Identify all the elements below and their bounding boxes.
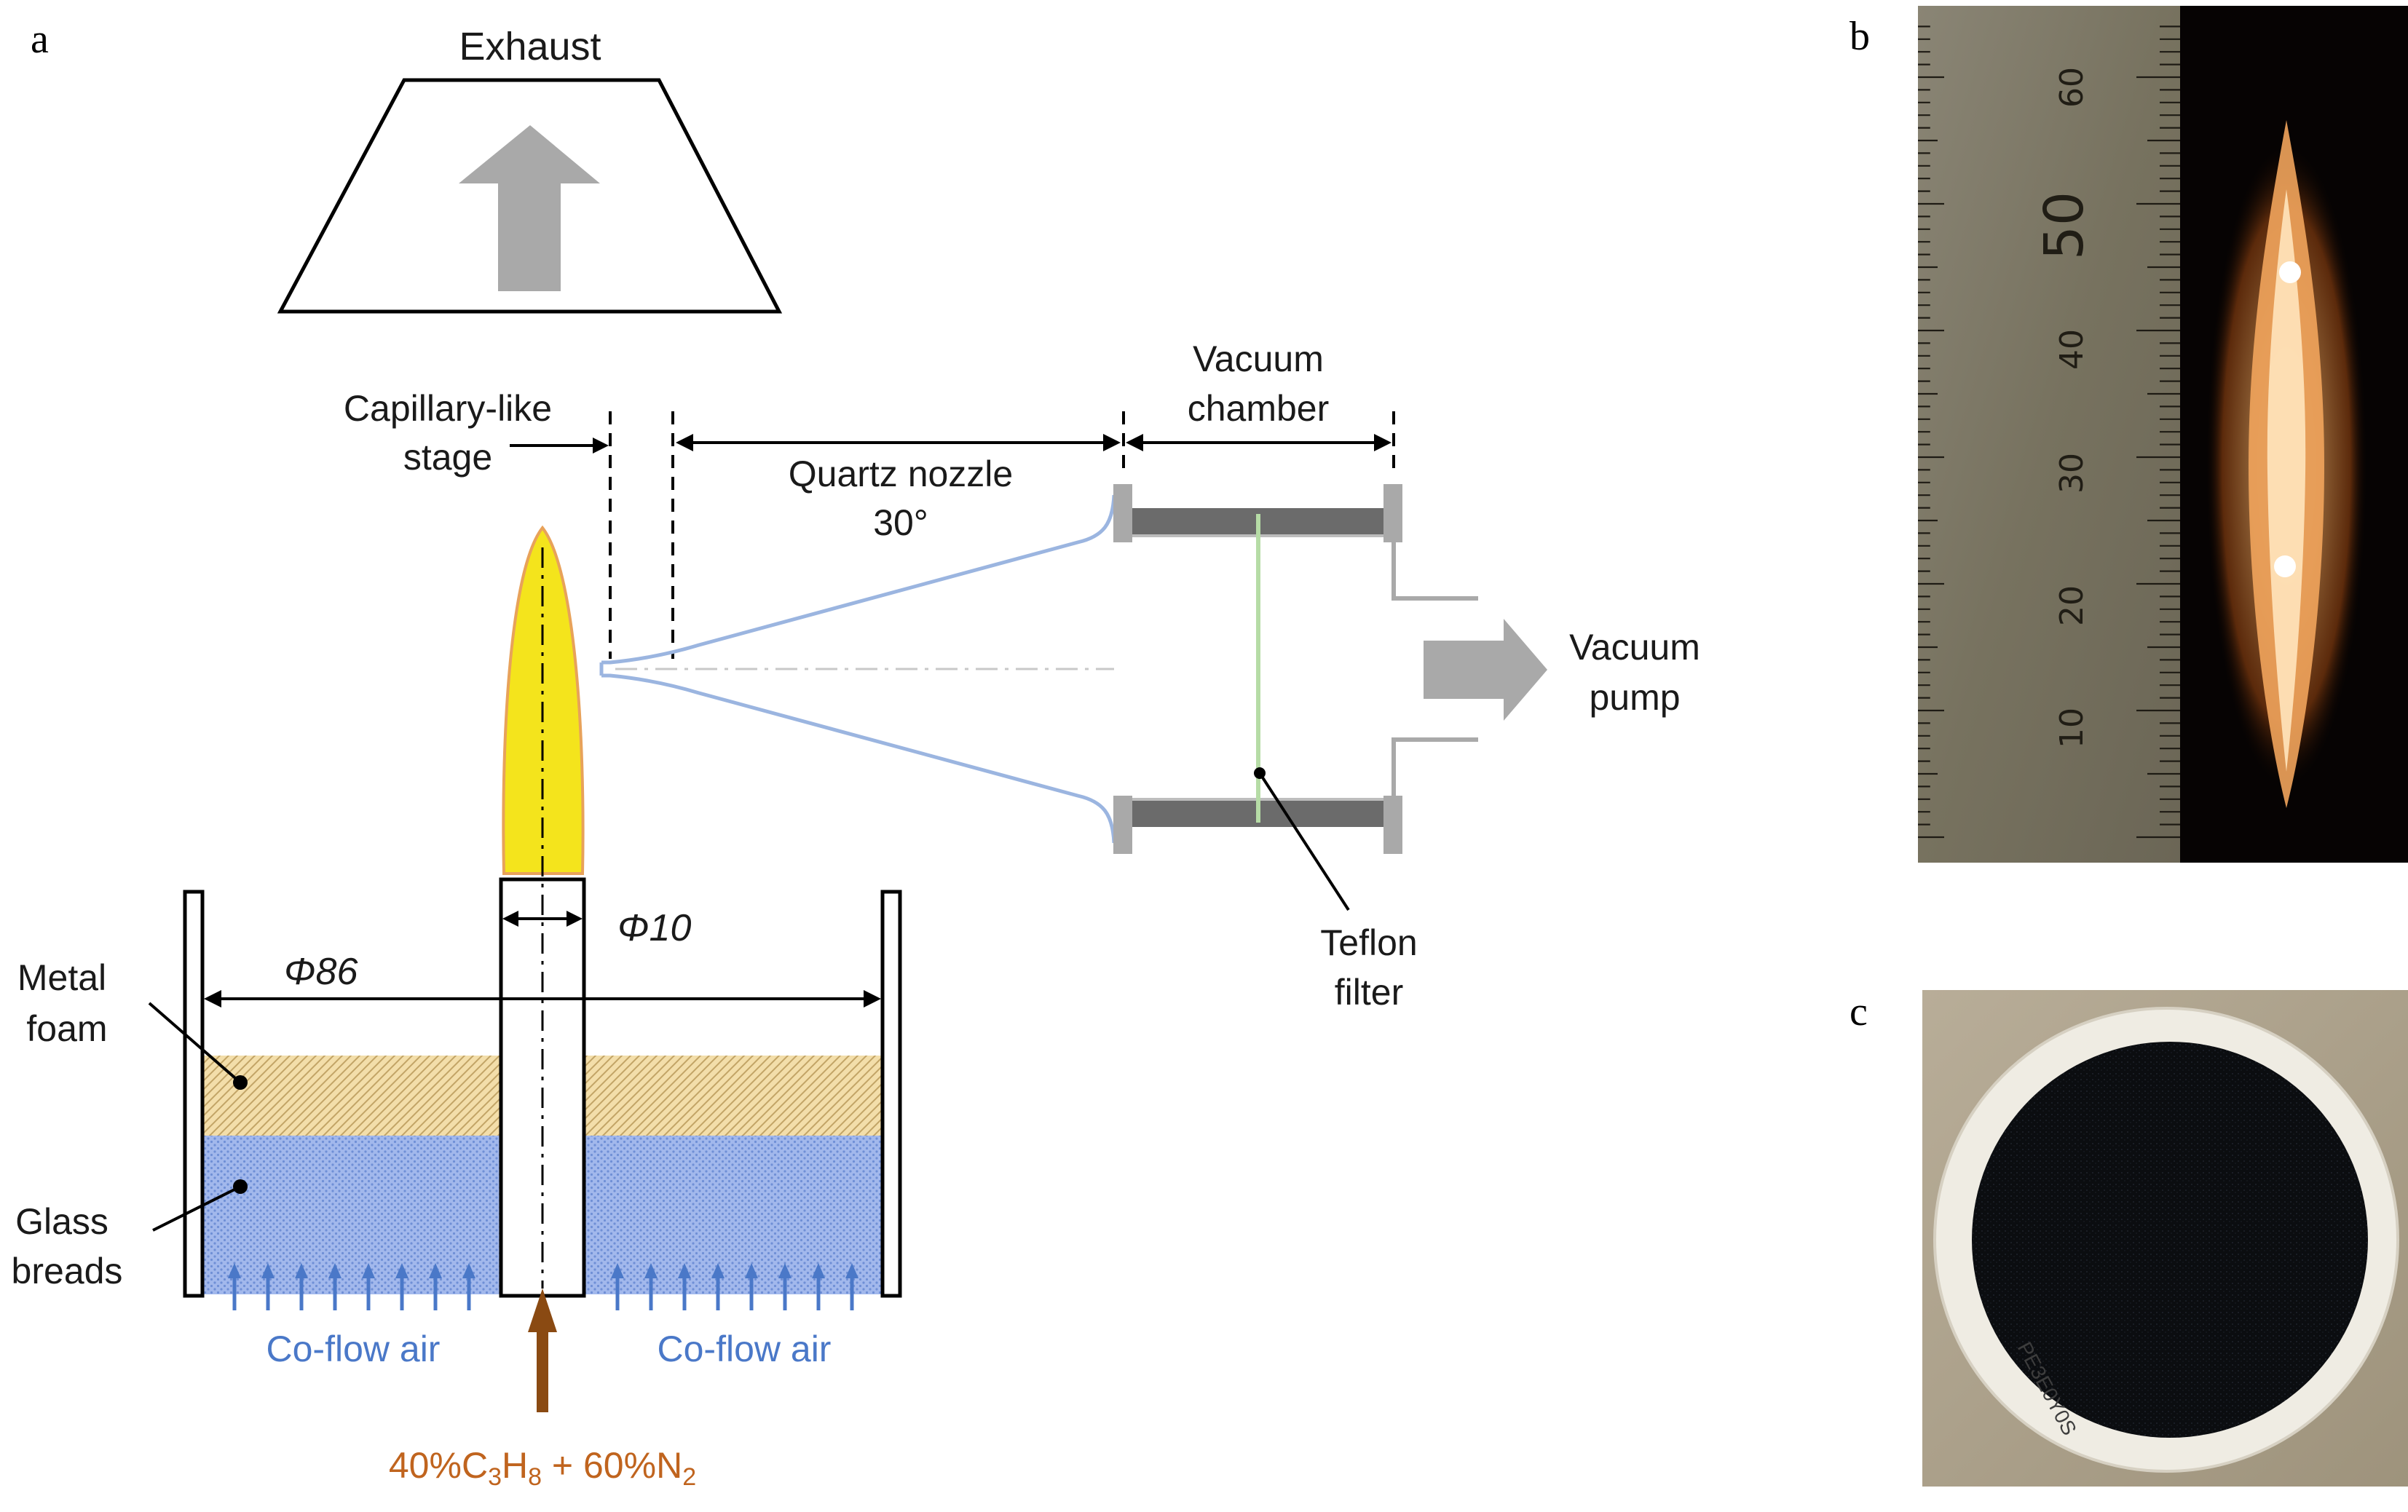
metal-foam-right bbox=[584, 1056, 883, 1136]
ruler-number: 50 bbox=[2033, 191, 2096, 260]
coflow-arrow bbox=[395, 1263, 408, 1310]
coflow-arrows bbox=[228, 1263, 858, 1310]
flame-photo: 60 50 40 30 20 10 bbox=[1918, 6, 2408, 863]
filter-ring-edge bbox=[1933, 1007, 2399, 1473]
vacuum-pump-label-line2: pump bbox=[1589, 677, 1680, 718]
capillary-label-line1: Capillary-like bbox=[344, 388, 552, 429]
nozzle-lower-wall bbox=[601, 673, 1116, 844]
measurement-point-lower bbox=[2274, 555, 2296, 577]
coflow-arrow bbox=[778, 1263, 792, 1310]
panel-label-a: a bbox=[31, 17, 49, 62]
phi10-dimension-arrow bbox=[502, 911, 583, 927]
metal-foam-label-line2: foam bbox=[26, 1008, 107, 1049]
pump-outlet-upper bbox=[1391, 542, 1478, 601]
coflow-arrow bbox=[812, 1263, 825, 1310]
teflon-filter-pointer bbox=[1254, 767, 1350, 911]
coflow-arrow bbox=[261, 1263, 275, 1310]
exhaust-hood: Exhaust bbox=[277, 25, 783, 314]
nozzle-upper-wall bbox=[601, 494, 1116, 665]
quartz-nozzle-label: Quartz nozzle bbox=[789, 454, 1013, 494]
dimension-guides bbox=[609, 411, 1395, 659]
vacuum-pump-arrow bbox=[1424, 619, 1547, 721]
outer-wall-right bbox=[880, 890, 902, 1298]
outer-wall-left bbox=[183, 890, 205, 1298]
glass-beads-left bbox=[202, 1136, 501, 1294]
chamber-left-flange-bottom bbox=[1113, 796, 1132, 854]
quartz-angle-label: 30° bbox=[873, 502, 928, 543]
ruler-background bbox=[1918, 6, 2180, 863]
metal-foam-label-line1: Metal bbox=[17, 957, 106, 998]
quartz-dimension-arrow bbox=[676, 434, 1121, 451]
vacuum-chamber-label-line1: Vacuum bbox=[1193, 339, 1324, 379]
ruler-number: 30 bbox=[2053, 453, 2091, 494]
ruler-number: 60 bbox=[2053, 67, 2091, 108]
exhaust-up-arrow bbox=[459, 125, 600, 291]
coflow-arrow bbox=[328, 1263, 342, 1310]
chamber-left-flange-top bbox=[1113, 484, 1132, 542]
coflow-arrow bbox=[711, 1263, 725, 1310]
ruler-ticks bbox=[1918, 25, 2180, 839]
ruler-number: 40 bbox=[2053, 329, 2091, 370]
coflow-arrow bbox=[462, 1263, 475, 1310]
pump-outlet-lower bbox=[1391, 737, 1478, 796]
teflon-filter-label-line1: Teflon bbox=[1320, 922, 1417, 963]
chamber-right-flange-bottom bbox=[1383, 796, 1402, 854]
ruler-number: 20 bbox=[2053, 585, 2091, 626]
coflow-arrow bbox=[845, 1263, 858, 1310]
coflow-arrow bbox=[362, 1263, 375, 1310]
coflow-arrow bbox=[611, 1263, 624, 1310]
capillary-label-line2: stage bbox=[403, 437, 492, 478]
panel-label-b: b bbox=[1850, 14, 1870, 59]
glass-beads-pointer bbox=[152, 1179, 248, 1232]
vacuum-chamber-dimension-arrow bbox=[1126, 434, 1391, 451]
filter-photo: PE3E0Y0S bbox=[1922, 990, 2408, 1487]
measurement-point-upper bbox=[2279, 261, 2301, 283]
coflow-arrow bbox=[228, 1263, 241, 1310]
coflow-arrow bbox=[429, 1263, 442, 1310]
teflon-filter-label-line2: filter bbox=[1335, 972, 1403, 1013]
coflow-arrow bbox=[745, 1263, 758, 1310]
quartz-nozzle bbox=[599, 494, 1116, 844]
vacuum-chamber bbox=[1113, 484, 1547, 854]
flame-core bbox=[2267, 189, 2306, 772]
flame-shape bbox=[502, 525, 585, 875]
coflow-arrow bbox=[295, 1263, 308, 1310]
coflow-label-right: Co-flow air bbox=[658, 1329, 832, 1369]
fuel-inlet-arrow bbox=[528, 1289, 557, 1412]
coflow-arrow bbox=[678, 1263, 691, 1310]
panel-label-c: c bbox=[1850, 989, 1868, 1034]
chamber-right-flange-top bbox=[1383, 484, 1402, 542]
phi10-label: Φ10 bbox=[617, 907, 691, 949]
filter-soot-deposit bbox=[1972, 1042, 2368, 1438]
glass-beads-label-line1: Glass bbox=[15, 1201, 108, 1242]
fuel-mixture-label: 40%C3H8 + 60%N2 bbox=[389, 1445, 696, 1491]
capillary-pointer-arrow bbox=[510, 438, 609, 454]
glass-beads-label-line2: breads bbox=[12, 1251, 123, 1291]
vacuum-chamber-label-line2: chamber bbox=[1188, 388, 1330, 429]
glass-beads-right bbox=[584, 1136, 883, 1294]
metal-foam-pointer bbox=[148, 1002, 248, 1090]
ruler-numbers: 60 50 40 30 20 10 bbox=[2033, 67, 2096, 748]
exhaust-label: Exhaust bbox=[459, 25, 601, 68]
phi86-label: Φ86 bbox=[284, 951, 358, 993]
ruler-number: 10 bbox=[2053, 708, 2091, 748]
vacuum-pump-label-line1: Vacuum bbox=[1569, 627, 1700, 668]
metal-foam-left bbox=[202, 1056, 501, 1136]
phi86-dimension-arrow bbox=[204, 990, 881, 1008]
coflow-label-left: Co-flow air bbox=[267, 1329, 441, 1369]
coflow-arrow bbox=[644, 1263, 658, 1310]
burner bbox=[183, 877, 902, 1298]
